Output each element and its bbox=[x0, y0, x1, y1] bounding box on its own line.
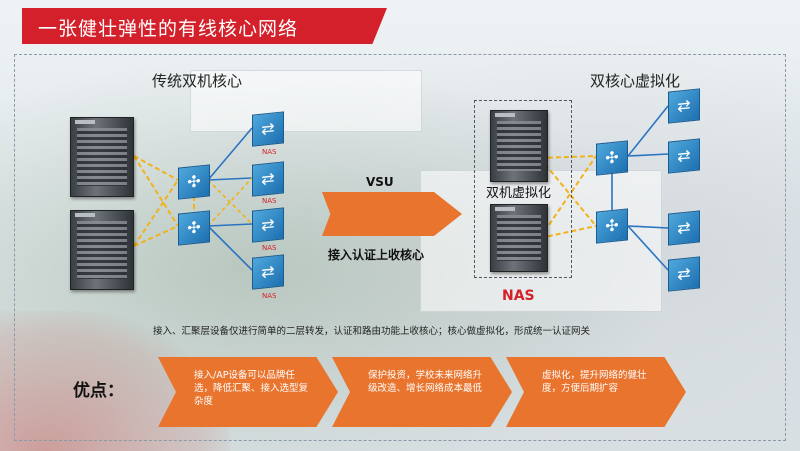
nas-label: NAS bbox=[502, 288, 535, 304]
vsu-label: VSU bbox=[366, 175, 394, 189]
access-switch-icon: ⇄ bbox=[668, 210, 700, 246]
content-frame bbox=[14, 54, 786, 441]
nas-label: NAS bbox=[262, 292, 277, 300]
advantage-item: 虚拟化，提升网络的健壮度，方便后期扩容 bbox=[506, 357, 686, 427]
nas-label: NAS bbox=[262, 244, 277, 252]
advantage-item: 保护投资，学校未来网络升级改造、增长网络成本最低 bbox=[332, 357, 512, 427]
advantages-label: 优点： bbox=[73, 381, 124, 401]
access-switch-icon: ⇄ bbox=[252, 207, 284, 243]
nas-label: NAS bbox=[262, 197, 277, 205]
core-chassis-switch-icon bbox=[70, 210, 134, 290]
background-building bbox=[190, 70, 422, 132]
left-section-label: 传统双机核心 bbox=[152, 72, 243, 90]
arrow-caption: 接入认证上收核心 bbox=[328, 248, 425, 262]
access-switch-icon: ⇄ bbox=[668, 256, 700, 292]
access-switch-icon: ⇄ bbox=[668, 138, 700, 174]
core-chassis-switch-icon bbox=[70, 117, 134, 197]
virtualization-box bbox=[474, 100, 572, 278]
description-text: 接入、汇聚层设备仅进行简单的二层转发，认证和路由功能上收核心；核心做虚拟化，形成… bbox=[153, 326, 591, 337]
right-section-label: 双核心虚拟化 bbox=[590, 72, 681, 90]
title-banner bbox=[22, 8, 387, 44]
core-chassis-switch-icon bbox=[490, 204, 548, 272]
aggregation-switch-icon: ✣ bbox=[178, 164, 210, 200]
advantage-item: 接入/AP设备可以品牌任选，降低汇聚、接入选型复杂度 bbox=[158, 357, 338, 427]
vbox-label: 双机虚拟化 bbox=[486, 186, 552, 201]
aggregation-switch-icon: ✣ bbox=[178, 210, 210, 246]
access-switch-icon: ⇄ bbox=[668, 88, 700, 124]
access-switch-icon: ⇄ bbox=[252, 111, 284, 147]
access-switch-icon: ⇄ bbox=[252, 161, 284, 197]
core-chassis-switch-icon bbox=[490, 110, 548, 182]
aggregation-switch-icon: ✣ bbox=[596, 208, 628, 244]
vsu-arrow-icon bbox=[322, 192, 462, 236]
access-switch-icon: ⇄ bbox=[252, 254, 284, 290]
nas-label: NAS bbox=[262, 148, 277, 156]
aggregation-switch-icon: ✣ bbox=[596, 140, 628, 176]
page-title: 一张健壮弹性的有线核心网络 bbox=[38, 18, 299, 40]
